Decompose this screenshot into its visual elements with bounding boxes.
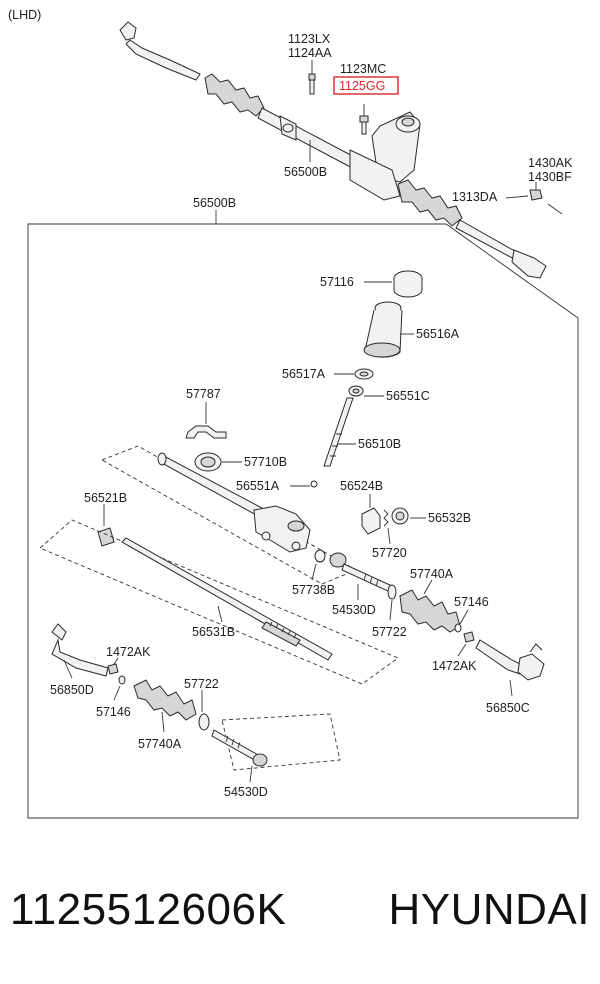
callout-57738B: 57738B [292, 583, 335, 597]
callout-1430AK: 1430AK [528, 156, 573, 170]
callout-1123LX: 1123LX [288, 32, 331, 46]
callout-57720: 57720 [372, 546, 407, 560]
callout-1472AK-right: 1472AK [432, 659, 477, 673]
brand-name: HYUNDAI [388, 885, 590, 934]
callout-1123MC: 1123MC [340, 62, 386, 76]
callout-57146-right: 57146 [454, 595, 489, 609]
callout-57710B: 57710B [244, 455, 287, 469]
part-56850C [475, 639, 545, 681]
callout-57116: 57116 [320, 275, 354, 289]
highlight-box [333, 76, 399, 95]
part-57740A-right [399, 589, 461, 633]
callout-57146-left: 57146 [96, 705, 131, 719]
drive-side-label: (LHD) [8, 8, 41, 22]
part-57710B [194, 452, 222, 472]
part-56551A [310, 480, 318, 488]
callout-57740A-left: 57740A [138, 737, 182, 751]
part-57722-left [198, 713, 210, 731]
callout-56510B: 56510B [358, 437, 401, 451]
part-56524B [361, 507, 381, 535]
part-56510B [323, 397, 354, 467]
part-57722-right [387, 584, 397, 600]
part-56516A [363, 301, 403, 358]
part-54530D-left [211, 729, 268, 767]
top-rack-assembly [119, 21, 563, 279]
callout-56532B: 56532B [428, 511, 471, 525]
part-56521B [97, 527, 115, 547]
part-56532B [391, 507, 409, 525]
callout-1472AK-left: 1472AK [106, 645, 151, 659]
part-number: 1125512606K [10, 885, 287, 934]
callout-56531B: 56531B [192, 625, 235, 639]
part-57787 [185, 425, 227, 439]
part-rack-housing [157, 452, 311, 553]
callout-56850C: 56850C [486, 701, 530, 715]
part-57146-right [454, 623, 462, 633]
callout-56521B: 56521B [84, 491, 127, 505]
part-57146-left [118, 675, 126, 685]
callout-54530D-left: 54530D [224, 785, 268, 799]
part-57116 [393, 270, 423, 298]
callout-57787: 57787 [186, 387, 221, 401]
callout-56551A: 56551A [236, 479, 280, 493]
callout-56517A: 56517A [282, 367, 326, 381]
callout-56500B-box: 56500B [193, 196, 236, 210]
callout-1313DA: 1313DA [452, 190, 498, 204]
callout-56850D: 56850D [50, 683, 94, 697]
callout-56524B: 56524B [340, 479, 383, 493]
callout-1125GG: 1125GG [339, 79, 385, 93]
part-56850D [51, 623, 109, 677]
part-1472AK-left [107, 663, 119, 675]
callout-57740A-right: 57740A [410, 567, 454, 581]
part-56531B [121, 537, 333, 661]
callout-57722-left: 57722 [184, 677, 219, 691]
callout-56500B-top: 56500B [284, 165, 327, 179]
footer: 1125512606K HYUNDAI [10, 880, 590, 940]
callout-56551C: 56551C [386, 389, 430, 403]
exploded-view-frame [27, 223, 579, 819]
part-1472AK-right [463, 631, 475, 643]
part-57738B [314, 549, 326, 563]
callout-54530D-right: 54530D [332, 603, 376, 617]
callout-1124AA: 1124AA [288, 46, 332, 60]
callout-1430BF: 1430BF [528, 170, 572, 184]
part-57740A-left [133, 679, 197, 721]
part-57720 [383, 509, 389, 527]
callout-56516A: 56516A [416, 327, 460, 341]
callout-57722-right: 57722 [372, 625, 407, 639]
